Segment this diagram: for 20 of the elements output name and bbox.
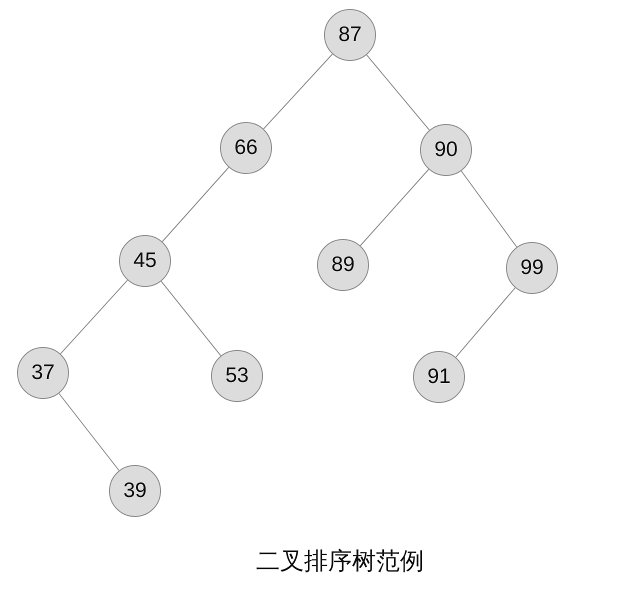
caption: 二叉排序树范例 (256, 548, 424, 575)
connector-line (263, 54, 333, 130)
tree-node-circle: 91 (413, 351, 465, 403)
tree-node-circle: 39 (109, 465, 161, 517)
connector-line (60, 280, 128, 354)
tree-node-circle: 90 (420, 124, 472, 176)
connector-line (162, 166, 230, 242)
tree-node-circle: 89 (317, 239, 369, 291)
connector-line (366, 54, 430, 131)
tree-node-circle: 99 (506, 242, 558, 294)
connector-line (460, 170, 518, 248)
connector-line (455, 287, 516, 358)
tree-node-circle: 53 (211, 350, 263, 402)
tree-node-circle: 45 (119, 235, 171, 287)
connector-line (58, 393, 120, 471)
tree-node-circle: 87 (324, 9, 376, 61)
tree-node-circle: 66 (220, 122, 272, 174)
connector-line (360, 168, 430, 246)
tree-node-circle: 37 (17, 347, 69, 399)
connector-line (160, 280, 222, 356)
